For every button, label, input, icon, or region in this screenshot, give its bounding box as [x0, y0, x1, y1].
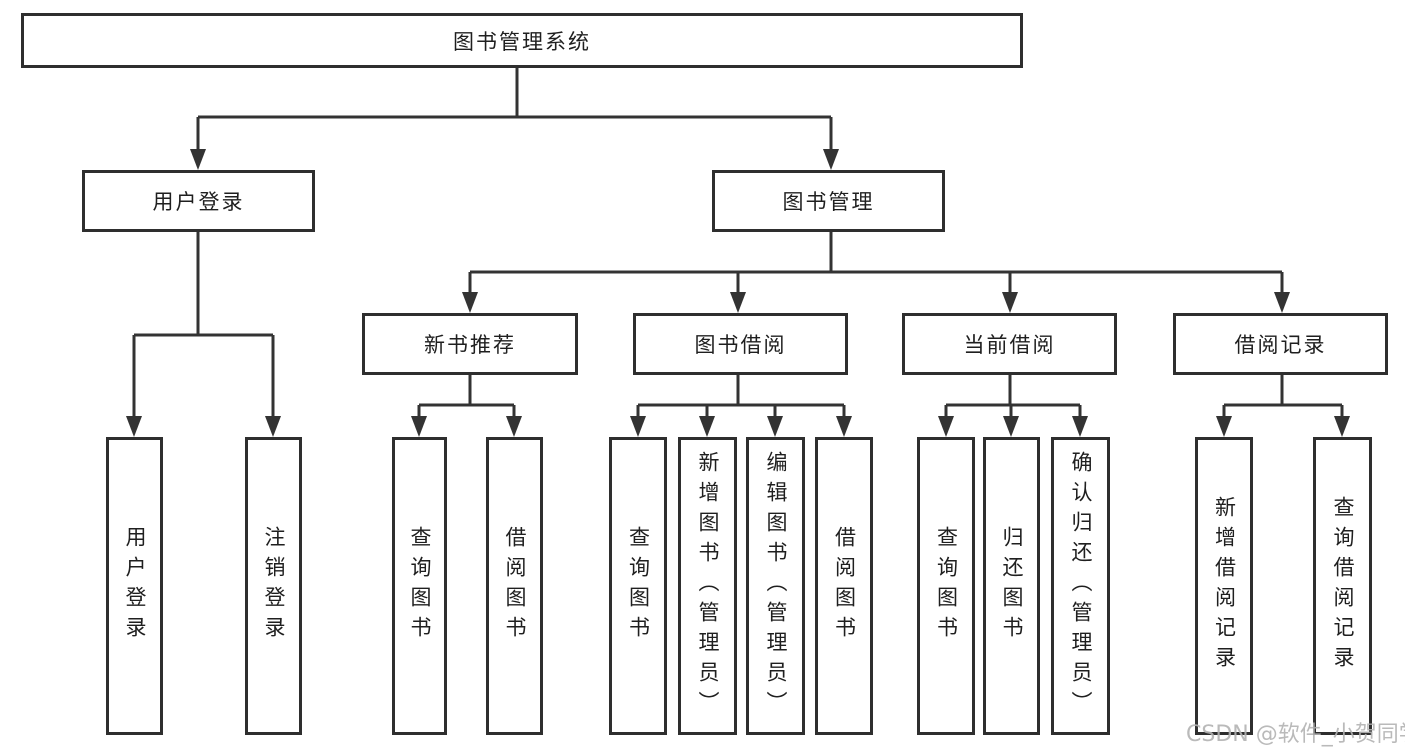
leaf-query-books-current: 查询图书	[917, 437, 975, 735]
node-book-management: 图书管理	[712, 170, 945, 232]
node-book-borrow: 图书借阅	[633, 313, 848, 375]
leaf-query-books-borrow: 查询图书	[609, 437, 667, 735]
node-label: 图书借阅	[694, 333, 787, 357]
leaf-borrow-books: 借阅图书	[815, 437, 873, 735]
node-label: 借阅图书	[503, 526, 527, 646]
node-root-system: 图书管理系统	[21, 13, 1023, 68]
node-label: 编辑图书（管理员）	[764, 451, 788, 721]
node-borrow-records: 借阅记录	[1173, 313, 1388, 375]
node-label: 注销登录	[262, 526, 286, 646]
leaf-add-books-admin: 新增图书（管理员）	[678, 437, 737, 735]
leaf-query-borrow-record: 查询借阅记录	[1313, 437, 1372, 735]
node-label: 查询图书	[934, 526, 959, 646]
watermark: CSDN @软件_小贺同学	[1186, 722, 1405, 747]
node-label: 借阅记录	[1234, 333, 1327, 357]
leaf-edit-books-admin: 编辑图书（管理员）	[746, 437, 805, 735]
leaf-user-login: 用户登录	[106, 437, 163, 735]
node-label: 确认归还（管理员）	[1069, 451, 1093, 721]
node-label: 新书推荐	[424, 333, 516, 357]
leaf-confirm-return-admin: 确认归还（管理员）	[1051, 437, 1110, 735]
node-label: 图书管理系统	[453, 29, 591, 54]
node-current-borrow: 当前借阅	[902, 313, 1117, 375]
leaf-return-books: 归还图书	[983, 437, 1040, 735]
node-label: 用户登录	[123, 526, 147, 646]
node-label: 当前借阅	[963, 333, 1056, 357]
node-label: 新增图书（管理员）	[696, 451, 720, 721]
node-label: 归还图书	[1000, 526, 1024, 646]
leaf-add-borrow-record: 新增借阅记录	[1195, 437, 1253, 735]
node-label: 查询借阅记录	[1331, 496, 1355, 676]
node-label: 用户登录	[152, 190, 245, 214]
leaf-logout: 注销登录	[245, 437, 302, 735]
node-label: 查询图书	[626, 526, 651, 646]
leaf-query-books-recommend: 查询图书	[392, 437, 447, 735]
node-new-book-recommend: 新书推荐	[362, 313, 578, 375]
node-label: 新增借阅记录	[1212, 496, 1237, 676]
node-label: 借阅图书	[832, 526, 857, 646]
node-label: 图书管理	[782, 190, 875, 214]
node-user-login: 用户登录	[82, 170, 315, 232]
node-label: 查询图书	[408, 526, 432, 646]
leaf-borrow-books-recommend: 借阅图书	[486, 437, 543, 735]
